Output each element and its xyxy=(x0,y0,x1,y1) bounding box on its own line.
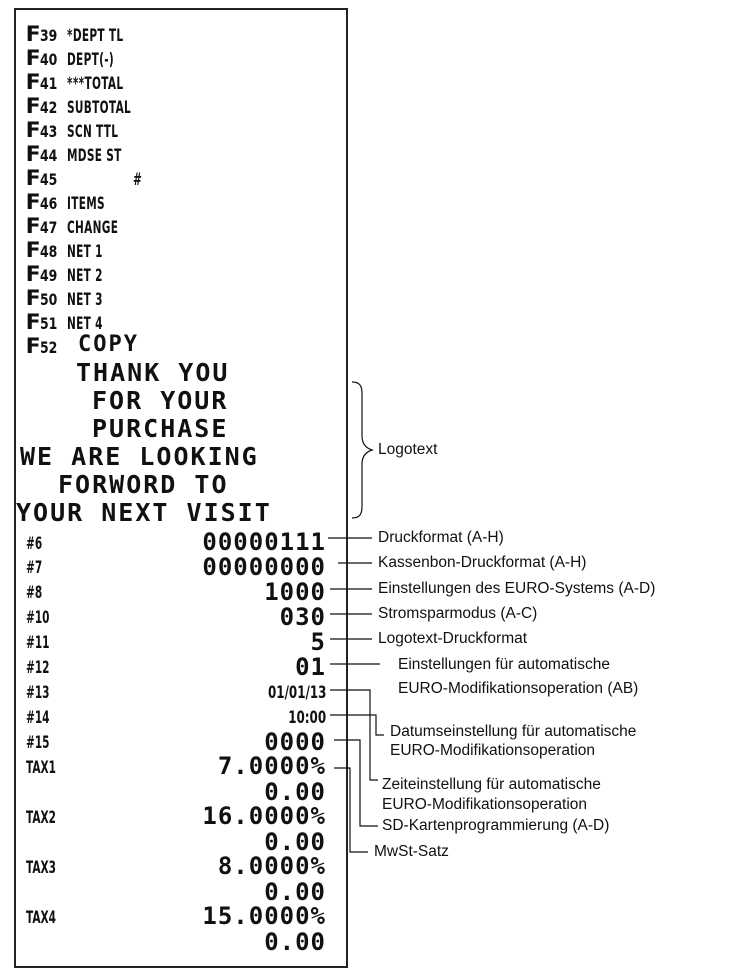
function-line: F51 NET 4 xyxy=(25,310,103,334)
setting-label: #6 xyxy=(26,534,43,554)
annotation-auto-mod-1: Einstellungen für automatische xyxy=(398,656,610,673)
function-line: F42 SUBTOTAL xyxy=(25,94,132,118)
annotation-sd-karte: SD-Kartenprogrammierung (A-D) xyxy=(382,817,610,834)
function-line: F44 MDSE ST xyxy=(25,142,122,166)
setting-value: 5 xyxy=(310,628,326,656)
function-line: F48 NET 1 xyxy=(25,238,103,262)
setting-value: 030 xyxy=(279,603,326,631)
annotation-datum-2: EURO-Modifikationsoperation xyxy=(390,742,596,759)
function-line: F41 ***TOTAL xyxy=(25,70,124,94)
tax-rate: 15.0000% xyxy=(202,902,326,930)
setting-label: #13 xyxy=(26,683,50,703)
setting-value: 1000 xyxy=(264,578,326,606)
copy-text: COPY xyxy=(78,332,139,357)
setting-value: 0000 xyxy=(264,728,326,756)
function-line: F39 *DEPT TL xyxy=(25,22,124,46)
annotation-zeit-1: Zeiteinstellung für automatische xyxy=(382,776,601,793)
tax-rate: 7.0000% xyxy=(217,752,326,780)
function-line: F43 SCN TTL xyxy=(25,118,119,142)
setting-label: #10 xyxy=(26,608,50,628)
setting-value: 01/01/13 xyxy=(267,683,326,703)
annotation-euro-system: Einstellungen des EURO-Systems (A-D) xyxy=(378,580,656,597)
logo-line: FORWORD TO xyxy=(58,470,229,499)
annotation-druckformat: Druckformat (A-H) xyxy=(378,529,504,546)
setting-label: #14 xyxy=(26,708,50,728)
setting-label: #15 xyxy=(26,733,50,753)
function-line: F40 DEPT(-) xyxy=(25,46,115,70)
tax-label: TAX4 xyxy=(26,908,56,928)
setting-value: 01 xyxy=(295,653,326,681)
annotation-datum-1: Datumseinstellung für automatische xyxy=(390,723,637,740)
annotation-logo-druck: Logotext-Druckformat xyxy=(378,630,528,647)
tax-amount: 0.00 xyxy=(264,828,326,856)
tax-rate: 16.0000% xyxy=(202,802,326,830)
logo-line: WE ARE LOOKING xyxy=(20,442,259,471)
tax-amount: 0.00 xyxy=(264,778,326,806)
function-line: F52 xyxy=(25,334,58,358)
logotext-brace xyxy=(351,381,374,519)
setting-value: 00000111 xyxy=(202,528,326,556)
function-line: F47 CHANGE xyxy=(25,214,119,238)
annotation-kassenbon: Kassenbon-Druckformat (A-H) xyxy=(378,554,587,571)
receipt-paper: F39 *DEPT TL F40 DEPT(-) F41 ***TOTAL F4… xyxy=(14,8,348,968)
tax-amount: 0.00 xyxy=(264,928,326,956)
logo-line: FOR YOUR xyxy=(92,386,229,415)
tax-label: TAX1 xyxy=(26,758,56,778)
function-line: F49 NET 2 xyxy=(25,262,103,286)
tax-amount: 0.00 xyxy=(264,878,326,906)
logo-line: YOUR NEXT VISIT xyxy=(16,498,272,527)
setting-value: 00000000 xyxy=(202,553,326,581)
annotation-logotext: Logotext xyxy=(378,441,438,458)
setting-label: #11 xyxy=(26,633,50,653)
function-line: F50 NET 3 xyxy=(25,286,103,310)
logo-line: PURCHASE xyxy=(92,414,229,443)
annotation-zeit-2: EURO-Modifikationsoperation xyxy=(382,796,588,813)
setting-label: #7 xyxy=(26,558,43,578)
setting-label: #8 xyxy=(26,583,43,603)
function-line: F46 ITEMS xyxy=(25,190,106,214)
setting-value: 10:00 xyxy=(288,708,326,728)
logo-line: THANK YOU xyxy=(76,358,230,387)
annotation-auto-mod-2: EURO-Modifikationsoperation (AB) xyxy=(398,680,639,697)
tax-label: TAX3 xyxy=(26,858,56,878)
tax-rate: 8.0000% xyxy=(217,852,326,880)
annotation-mwst: MwSt-Satz xyxy=(374,843,449,860)
tax-label: TAX2 xyxy=(26,808,56,828)
setting-label: #12 xyxy=(26,658,50,678)
annotation-stromspar: Stromsparmodus (A-C) xyxy=(378,605,538,622)
function-line: F45 # xyxy=(25,166,143,190)
